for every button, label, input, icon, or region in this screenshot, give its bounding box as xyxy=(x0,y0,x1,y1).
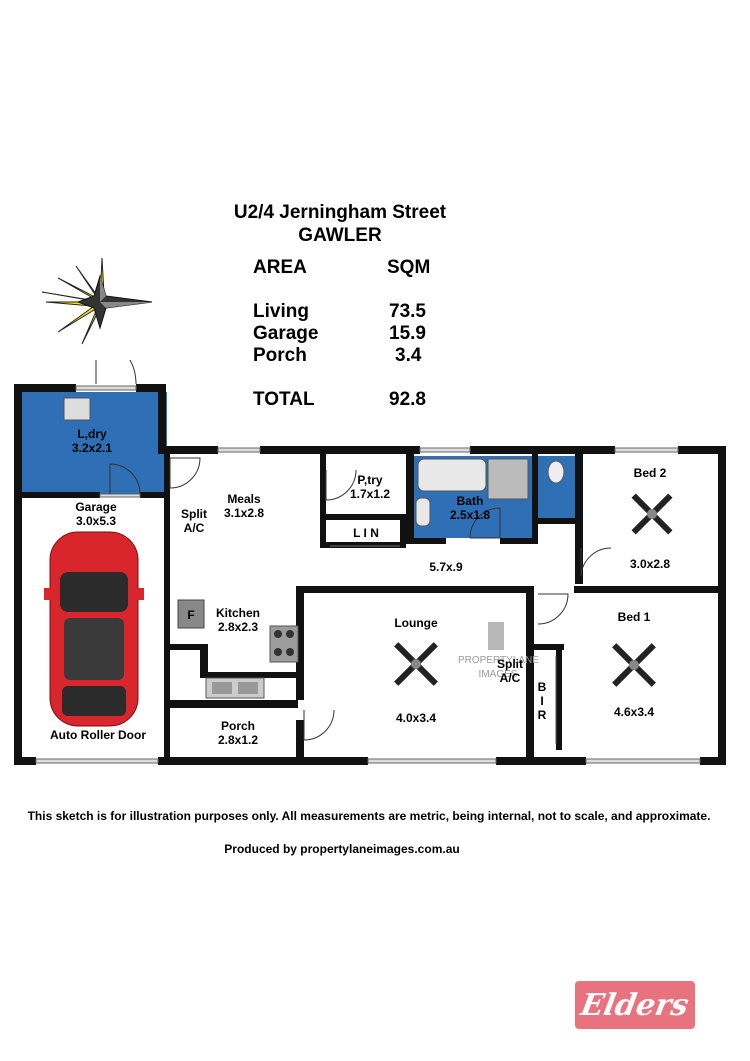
watermark-line1: PROPERTYLANE xyxy=(458,655,539,666)
elders-logo: Elders xyxy=(575,981,695,1029)
lounge-name: Lounge xyxy=(394,616,438,630)
meals-size: 3.1x2.8 xyxy=(223,506,265,520)
compass-sun-icon xyxy=(41,257,153,345)
hall-size: 5.7x.9 xyxy=(429,560,463,574)
area-total-value: 92.8 xyxy=(389,389,426,410)
kitchen-name: Kitchen xyxy=(215,606,260,620)
fridge-label: F xyxy=(187,608,195,622)
laundry-floor xyxy=(22,392,167,494)
laundry-name: L,dry xyxy=(77,427,107,441)
kitchen-size: 2.8x2.3 xyxy=(217,620,259,634)
cooktop xyxy=(269,625,299,663)
credit: Produced by propertylaneimages.com.au xyxy=(224,842,460,856)
area-row-porch-value: 3.4 xyxy=(395,345,422,366)
toilet xyxy=(547,460,565,484)
split-ac-2-line1: Split xyxy=(497,657,523,671)
garage-name: Garage xyxy=(75,500,117,514)
linen-label: L I N xyxy=(353,526,379,540)
address-title: U2/4 Jerningham Street xyxy=(233,202,447,223)
bed1-name: Bed 1 xyxy=(617,610,651,624)
car-icon xyxy=(44,531,144,727)
split-ac-1-line1: Split xyxy=(181,507,207,521)
area-row-living-label: Living xyxy=(253,301,309,322)
vanity xyxy=(415,497,431,527)
garage-door-label: Auto Roller Door xyxy=(50,728,146,742)
bathtub xyxy=(417,458,487,492)
watermark-logo-icon xyxy=(488,622,504,650)
fan-icon-lounge xyxy=(394,642,438,686)
suburb-title: GAWLER xyxy=(298,225,382,246)
area-total-label: TOTAL xyxy=(253,389,315,410)
bir-label: B I R xyxy=(537,680,547,722)
fan-icon-bed1 xyxy=(612,643,656,687)
area-header: AREA xyxy=(253,257,307,278)
fridge xyxy=(177,599,205,629)
elders-logo-text: Elders xyxy=(578,987,692,1023)
area-row-living-value: 73.5 xyxy=(389,301,426,322)
bath-name: Bath xyxy=(456,494,484,508)
pantry-name: P,try xyxy=(357,473,383,487)
bath-size: 2.5x1.8 xyxy=(449,508,491,522)
bed2-size: 3.0x2.8 xyxy=(629,557,671,571)
shower xyxy=(487,458,529,500)
split-ac-1-line2: A/C xyxy=(183,521,205,535)
area-row-porch-label: Porch xyxy=(253,345,307,366)
area-row-garage-label: Garage xyxy=(253,323,319,344)
lounge-size: 4.0x3.4 xyxy=(395,711,437,725)
disclaimer: This sketch is for illustration purposes… xyxy=(27,809,711,823)
watermark-line2: IMAGES xyxy=(478,669,518,680)
area-row-garage-value: 15.9 xyxy=(389,323,426,344)
bed1-size: 4.6x3.4 xyxy=(613,705,655,719)
porch-name: Porch xyxy=(220,719,255,733)
meals-name: Meals xyxy=(227,492,261,506)
floor-plan xyxy=(14,360,726,765)
bed2-name: Bed 2 xyxy=(633,466,667,480)
pantry-size: 1.7x1.2 xyxy=(349,487,391,501)
sqm-header: SQM xyxy=(387,257,431,278)
fan-icon-bed2 xyxy=(631,493,673,535)
garage-size: 3.0x5.3 xyxy=(75,514,117,528)
split-ac-2-line2: A/C xyxy=(499,671,521,685)
porch-size: 2.8x1.2 xyxy=(217,733,259,747)
laundry-size: 3.2x2.1 xyxy=(71,441,113,455)
